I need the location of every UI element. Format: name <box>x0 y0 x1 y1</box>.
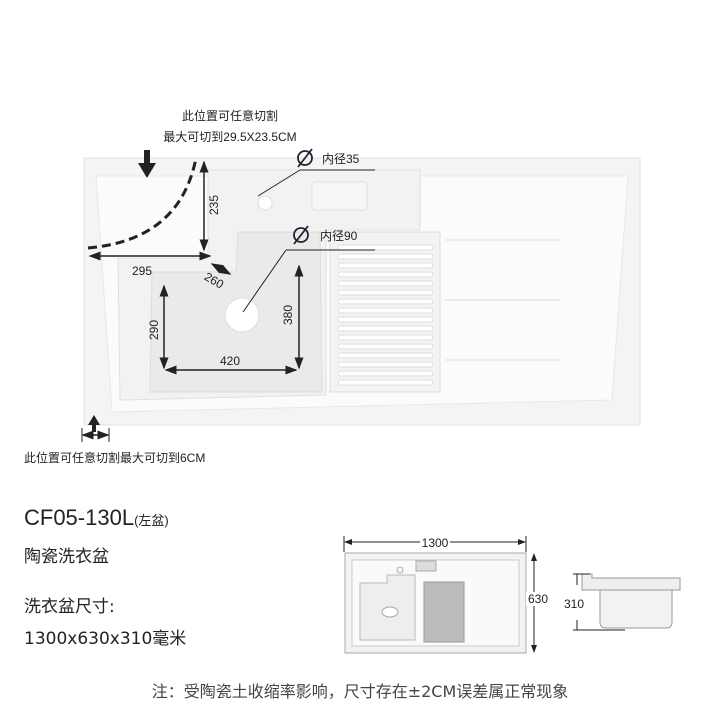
washboard-rib <box>337 316 434 323</box>
model-code: CF05-130L <box>24 505 135 530</box>
washboard-rib <box>337 262 434 269</box>
product-type: 陶瓷洗衣盆 <box>24 547 109 567</box>
washboard-rib <box>337 307 434 314</box>
up-arrow-icon <box>88 415 100 432</box>
washboard-rib <box>337 289 434 296</box>
washboard-rib <box>337 343 434 350</box>
small-plan-view: 1300 630 <box>343 536 550 654</box>
washboard-rib <box>337 244 434 251</box>
hole-large-label: 内径90 <box>320 229 358 243</box>
side-view: 310 <box>564 573 681 631</box>
washboard-rib <box>337 361 434 368</box>
product-model: CF05-130L(左盆) <box>24 505 169 531</box>
dim-235: 235 <box>207 195 221 215</box>
washboard-rib <box>337 280 434 287</box>
washboard-rib <box>337 352 434 359</box>
cut-top-line1: 此位置可任意切割 <box>182 108 278 123</box>
diameter-icon <box>293 225 309 245</box>
washboard-rib <box>337 325 434 332</box>
dim-295: 295 <box>132 264 152 278</box>
tolerance-note: 注：受陶瓷土收缩率影响，尺寸存在±2CM误差属正常现象 <box>151 682 569 701</box>
dimension-lines <box>81 160 375 442</box>
washboard-rib <box>337 271 434 278</box>
side-height: 310 <box>564 597 584 611</box>
plan-width: 1300 <box>422 536 449 550</box>
washboard-ribs <box>337 244 434 386</box>
dim-420: 420 <box>220 354 240 368</box>
washboard-rib <box>337 253 434 260</box>
washboard-rib <box>337 298 434 305</box>
cut-top-line2: 最大可切到29.5X23.5CM <box>163 130 296 144</box>
size-value: 1300x630x310毫米 <box>24 629 187 649</box>
diameter-icon <box>297 148 313 168</box>
cut-bottom-label: 此位置可任意切割最大可切到6CM <box>24 450 205 465</box>
washboard-rib <box>337 370 434 377</box>
dim-290: 290 <box>147 320 161 340</box>
washboard-rib <box>337 334 434 341</box>
cut-boundary-arc <box>87 157 198 250</box>
down-arrow-icon <box>138 150 156 178</box>
dim-380: 380 <box>281 305 295 325</box>
size-label: 洗衣盆尺寸: <box>24 597 115 617</box>
washboard-rib <box>337 379 434 386</box>
model-variant: (左盆) <box>134 513 169 528</box>
sink-top-view <box>83 157 641 426</box>
plan-depth: 630 <box>528 592 548 606</box>
hole-small-label: 内径35 <box>322 152 360 166</box>
